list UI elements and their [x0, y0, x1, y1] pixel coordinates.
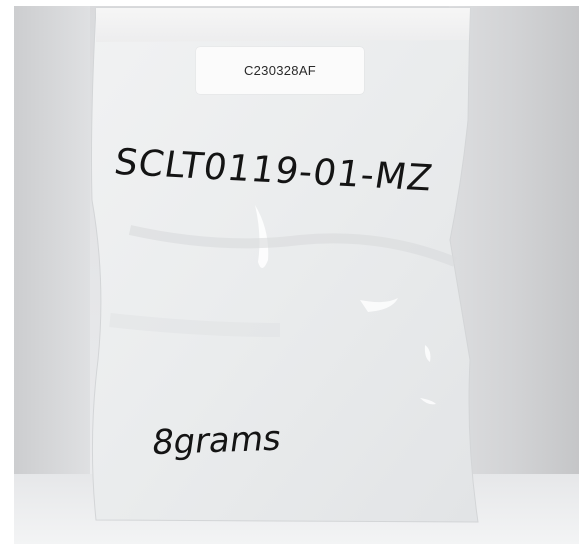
handwritten-mass: 8grams — [149, 418, 284, 464]
sticker-label-text: C230328AF — [243, 63, 317, 78]
bag-fold-shadow — [128, 225, 457, 267]
bag-body — [91, 7, 479, 523]
glare-highlight — [420, 398, 436, 405]
photo-border — [0, 0, 579, 6]
bag-fold-shadow — [109, 313, 281, 337]
glare-highlight — [424, 345, 431, 362]
sample-label-sticker: C230328AF — [196, 47, 364, 94]
backdrop-left-wall — [0, 0, 90, 544]
bag-seal-strip — [96, 8, 470, 42]
photo-border — [0, 0, 14, 544]
glare-highlight — [360, 298, 398, 312]
glare-highlight — [255, 205, 269, 269]
